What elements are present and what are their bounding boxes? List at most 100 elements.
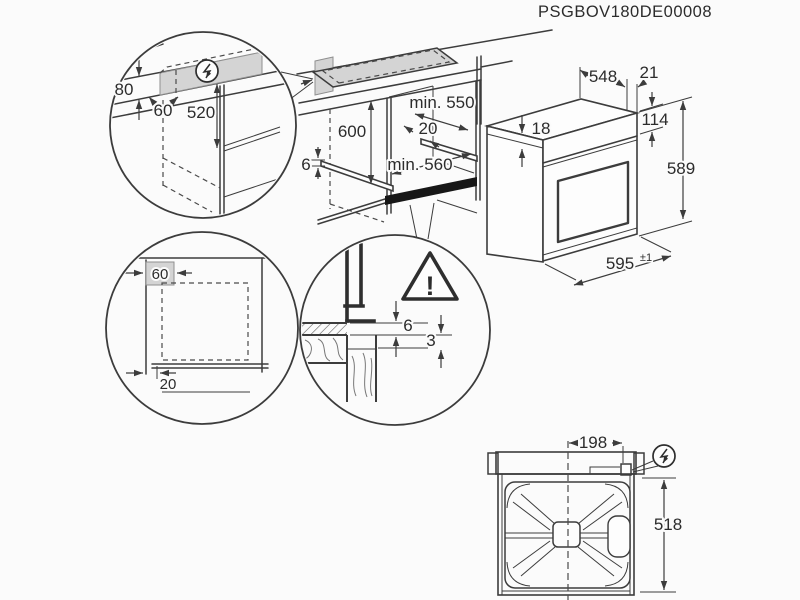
lightning-bolt-icon bbox=[195, 59, 219, 83]
dim-60: 60 bbox=[154, 101, 173, 120]
dim-arrow-21 bbox=[637, 79, 648, 88]
connection-cover-line bbox=[589, 466, 620, 474]
door-window bbox=[556, 160, 630, 244]
brace-center-pad bbox=[552, 521, 581, 548]
door-bottom-line bbox=[542, 227, 638, 256]
base-edge bbox=[317, 202, 386, 225]
warning-triangle-icon: ! bbox=[401, 251, 459, 301]
front-frame-band bbox=[495, 451, 637, 475]
dim-20: 20 bbox=[160, 376, 177, 393]
dim-518: 518 bbox=[654, 515, 682, 534]
dim-3: 3 bbox=[426, 331, 435, 350]
oven-side-face bbox=[486, 124, 544, 263]
ref-line bbox=[638, 220, 693, 237]
wood-grain bbox=[304, 339, 312, 360]
callout-tail bbox=[427, 202, 435, 240]
cabinet-shelf bbox=[223, 131, 281, 152]
callout-tail bbox=[631, 460, 654, 471]
wood-grain bbox=[332, 337, 344, 361]
callout-tail bbox=[632, 465, 659, 473]
dim-arrow-20 bbox=[403, 125, 414, 134]
support-rail-left bbox=[320, 159, 394, 193]
brace-arm bbox=[577, 546, 615, 577]
hidden-edge-dashed bbox=[329, 203, 385, 223]
counter-top-edge bbox=[298, 68, 482, 104]
ext-line bbox=[640, 236, 672, 253]
drawing-code: PSGBOV180DE00008 bbox=[538, 3, 712, 21]
dim-114: 114 bbox=[641, 110, 668, 129]
front-frame-ear-right bbox=[633, 452, 645, 475]
dim-6: 6 bbox=[301, 155, 310, 174]
brace-arm bbox=[582, 540, 623, 569]
brace-arm bbox=[512, 540, 551, 569]
dim-6: 6 bbox=[403, 316, 412, 335]
brace-arm bbox=[520, 546, 556, 577]
control-panel-line bbox=[542, 139, 638, 168]
dim-20: 20 bbox=[419, 119, 438, 138]
top-frame-line bbox=[486, 133, 544, 149]
dim-550: min. 550 bbox=[409, 93, 474, 112]
dim-595-tolerance: ±1 bbox=[640, 252, 652, 264]
connection-space-top-view bbox=[145, 261, 175, 286]
side-pad bbox=[607, 515, 631, 558]
counter-underside-edge bbox=[298, 79, 482, 116]
dim-548: 548 bbox=[589, 67, 617, 86]
wood-grain bbox=[370, 357, 373, 397]
dim-60: 60 bbox=[152, 266, 169, 283]
oven-rear-top-view: 198 518 bbox=[487, 431, 684, 600]
body-outline bbox=[497, 473, 635, 596]
base-edge-right bbox=[436, 199, 478, 214]
callout-arrow bbox=[300, 79, 313, 87]
oven-front-face bbox=[542, 111, 638, 263]
dim-arrow-20 bbox=[429, 140, 440, 149]
dim-arrow-548 bbox=[613, 79, 626, 88]
plinth-strip bbox=[385, 177, 477, 205]
dim-line-550 bbox=[414, 113, 469, 131]
dim-595: 595 bbox=[606, 254, 634, 273]
dim-line-595 bbox=[573, 255, 672, 286]
callout-tail bbox=[409, 204, 418, 240]
dim-560: min. 560 bbox=[387, 155, 452, 174]
dim-198: 198 bbox=[579, 433, 607, 452]
callout-tail bbox=[280, 71, 314, 80]
dim-arrow-548 bbox=[579, 69, 591, 78]
corner-gusset bbox=[506, 483, 531, 509]
warning-mark: ! bbox=[426, 271, 435, 301]
dim-80: 80 bbox=[115, 80, 134, 99]
dim-arrow-60 bbox=[148, 96, 158, 106]
dim-18: 18 bbox=[532, 119, 551, 138]
wood-grain bbox=[351, 355, 357, 397]
hob-cutout-inner-dashed bbox=[321, 49, 451, 84]
brace-arm bbox=[577, 493, 615, 525]
corner-detail-circle: 60 20 bbox=[105, 231, 299, 425]
dim-520: 520 bbox=[187, 103, 215, 122]
ref-line bbox=[638, 96, 693, 113]
base-edge bbox=[317, 198, 386, 221]
oven-isometric-view: 548 21 18 114 589 595 ±1 bbox=[483, 61, 697, 286]
oven-outline-dashed bbox=[162, 157, 221, 189]
corner-gusset bbox=[604, 561, 629, 587]
control-panel-line bbox=[542, 135, 638, 164]
front-frame-ear-left bbox=[487, 452, 499, 475]
brace-arm bbox=[512, 501, 551, 531]
corner-gusset bbox=[604, 483, 629, 509]
dim-21: 21 bbox=[640, 63, 659, 82]
gap-detail-circle: 6 3 ! bbox=[299, 202, 491, 426]
detail-circle-outline bbox=[109, 31, 297, 219]
connection-detail-circle: 80 60 520 bbox=[109, 31, 297, 219]
niche-ceiling-back bbox=[388, 85, 434, 98]
counter-top-edge-right bbox=[480, 60, 513, 68]
lightning-bolt-icon bbox=[631, 444, 676, 473]
ref-line bbox=[639, 126, 664, 135]
hob-cutout bbox=[311, 47, 459, 88]
oven-outline-dashed bbox=[162, 184, 213, 213]
connection-box bbox=[620, 463, 632, 476]
brace-arm bbox=[582, 501, 623, 531]
dim-589: 589 bbox=[667, 159, 695, 178]
corner-gusset bbox=[506, 561, 531, 587]
ref-line bbox=[639, 103, 664, 112]
wood-grain bbox=[317, 338, 331, 362]
worktop-section-hatch bbox=[302, 323, 347, 335]
